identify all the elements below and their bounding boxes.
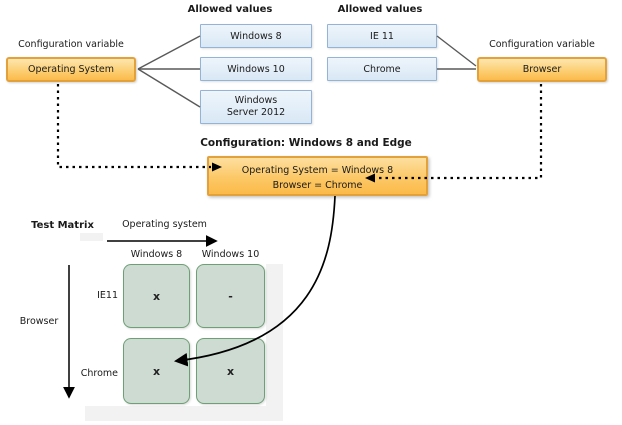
matrix-cell-value: x [152, 364, 161, 378]
os-allowed-value: Windows 8 [230, 30, 282, 42]
browser-value-connectors [436, 35, 477, 70]
matrix-cell-value: x [226, 364, 235, 378]
matrix-row-header: IE11 [97, 290, 118, 301]
matrix-panel-artifact [80, 233, 103, 241]
matrix-cell-chrome-win10: x [196, 338, 265, 404]
browser-variable-caption: Configuration variable [489, 39, 595, 50]
matrix-cell-value: - [228, 289, 233, 303]
matrix-cell-ie11-win8: x [123, 264, 190, 328]
os-allowed-value: Windows 10 [227, 63, 285, 75]
os-allowed-value: Windows Server 2012 [226, 95, 286, 118]
os-allowed-value-box: Windows 10 [200, 57, 312, 81]
os-to-config-dotted-arrow [56, 84, 222, 172]
browser-variable-box: Browser [477, 57, 607, 82]
browser-allowed-value-box: Chrome [327, 57, 437, 81]
os-allowed-value-box: Windows Server 2012 [200, 90, 312, 124]
os-value-connectors [137, 35, 201, 108]
os-variable-box: Operating System [6, 57, 136, 82]
configuration-line-browser: Browser = Chrome [272, 180, 363, 191]
matrix-cell-ie11-win10: - [196, 264, 265, 328]
browser-allowed-title: Allowed values [337, 4, 423, 15]
matrix-cell-chrome-win8: x [123, 338, 190, 404]
matrix-y-axis-label: Browser [19, 316, 59, 327]
browser-allowed-value: IE 11 [370, 30, 394, 42]
os-allowed-value-box: Windows 8 [200, 24, 312, 48]
os-allowed-title: Allowed values [187, 4, 273, 15]
matrix-panel-right-strip [266, 264, 283, 421]
configuration-title: Configuration: Windows 8 and Edge [200, 137, 412, 149]
browser-allowed-value: Chrome [363, 63, 401, 75]
matrix-x-axis-label: Operating system [122, 219, 207, 230]
browser-allowed-value-box: IE 11 [327, 24, 437, 48]
os-variable-caption: Configuration variable [18, 39, 124, 50]
os-variable-label: Operating System [28, 64, 114, 75]
configuration-line-os: Operating System = Windows 8 [241, 165, 394, 176]
matrix-column-header: Windows 10 [201, 249, 260, 260]
matrix-cell-value: x [152, 289, 161, 303]
matrix-panel-bottom-strip [85, 406, 283, 421]
matrix-row-header: Chrome [80, 368, 118, 379]
configuration-box: Operating System = Windows 8 Browser = C… [207, 156, 428, 196]
browser-variable-label: Browser [522, 64, 562, 75]
matrix-column-header: Windows 8 [130, 249, 183, 260]
test-matrix-title: Test Matrix [31, 220, 94, 231]
